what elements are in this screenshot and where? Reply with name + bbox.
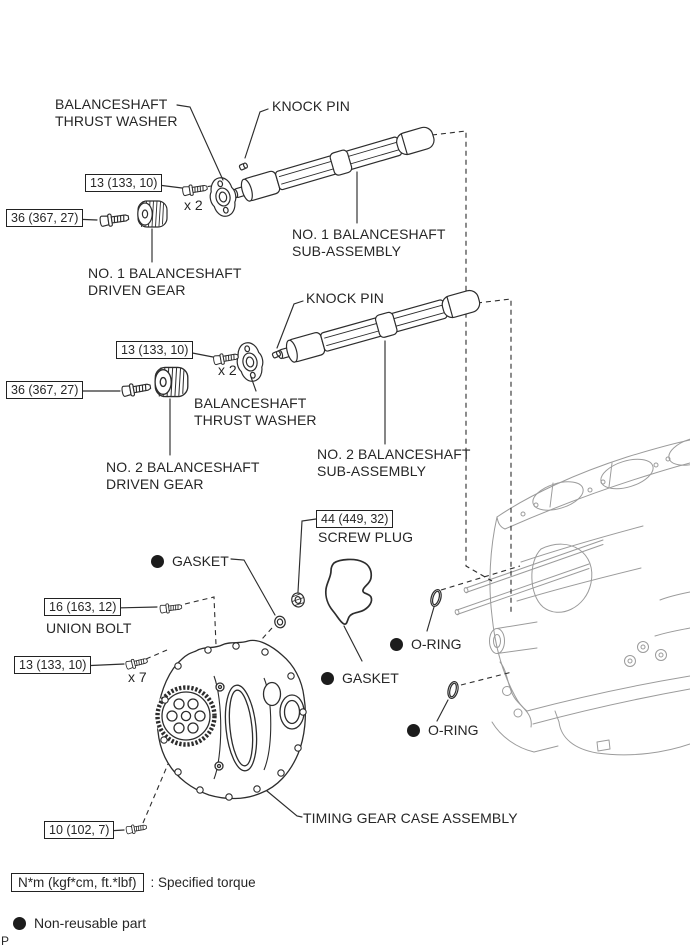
label-driven-gear-1: NO. 1 BALANCESHAFT DRIVEN GEAR — [88, 265, 242, 298]
torque-box-16: 16 (163, 12) — [44, 598, 122, 616]
knock-pin-1-part — [238, 161, 249, 171]
label-timing-case: TIMING GEAR CASE ASSEMBLY — [303, 810, 518, 826]
legend-non-reusable-text: Non-reusable part — [34, 915, 147, 931]
label-thrust-washer-2: BALANCESHAFT THRUST WASHER — [194, 395, 317, 428]
installed-shaft-rod-2 — [454, 563, 590, 616]
non-reusable-dot-icon — [407, 723, 420, 737]
case-gear — [155, 685, 217, 747]
driven-gear-2-part — [154, 366, 189, 398]
label-gasket-1: GASKET — [151, 553, 229, 569]
legend-torque: N*m (kgf*cm, ft.*lbf) : Specified torque — [11, 873, 256, 892]
torque-box-13-1: 13 (133, 10) — [85, 174, 163, 192]
label-union-bolt: UNION BOLT — [46, 620, 132, 636]
thrust-washer-1-part — [205, 174, 241, 220]
qty-note-x2-2: x 2 — [218, 362, 237, 378]
label-sub-assembly-1: NO. 1 BALANCESHAFT SUB-ASSEMBLY — [292, 226, 446, 259]
torque-box-36-1: 36 (367, 27) — [6, 209, 84, 227]
label-driven-gear-2: NO. 2 BALANCESHAFT DRIVEN GEAR — [106, 459, 260, 492]
thrust-washer-2-part — [232, 339, 268, 385]
label-sub-assembly-2: NO. 2 BALANCESHAFT SUB-ASSEMBLY — [317, 446, 471, 479]
bolt-10-part — [125, 822, 148, 836]
union-bolt-gasket-part — [274, 615, 286, 629]
label-knock-pin-1: KNOCK PIN — [272, 98, 350, 114]
legend-non-reusable: Non-reusable part — [13, 915, 146, 931]
screw-plug-part — [291, 592, 305, 608]
label-gasket-2: GASKET — [321, 670, 399, 686]
non-reusable-dot-icon — [13, 916, 26, 930]
torque-box-10: 10 (102, 7) — [44, 821, 115, 839]
label-oring-2-text: O-RING — [428, 722, 479, 738]
installed-shaft-rod-1 — [463, 539, 604, 594]
label-oring-1: O-RING — [390, 636, 462, 652]
bolt-36-2-part — [120, 380, 152, 399]
non-reusable-dot-icon — [390, 637, 403, 651]
driven-gear-1-part — [137, 200, 168, 228]
union-bolt-part — [159, 601, 183, 615]
timing-cover-gasket-part — [324, 558, 373, 625]
leader-lines — [71, 104, 449, 832]
non-reusable-dot-icon — [321, 671, 334, 685]
engine-boss-cylinder — [489, 621, 538, 654]
torque-box-44: 44 (449, 32) — [316, 510, 394, 528]
balanceshaft-1-part — [229, 124, 437, 206]
torque-box-13-3: 13 (133, 10) — [14, 656, 92, 674]
label-oring-2: O-RING — [407, 722, 479, 738]
label-screw-plug: SCREW PLUG — [318, 529, 414, 545]
corner-page-mark: P — [1, 934, 10, 948]
legend-torque-desc: : Specified torque — [150, 875, 256, 890]
non-reusable-dot-icon — [151, 554, 164, 568]
label-oring-1-text: O-RING — [411, 636, 462, 652]
qty-note-x2-1: x 2 — [184, 197, 203, 213]
label-gasket-1-text: GASKET — [172, 553, 229, 569]
timing-gear-case-part — [155, 639, 307, 801]
label-gasket-2-text: GASKET — [342, 670, 399, 686]
o-ring-2-part — [445, 679, 461, 701]
qty-note-x7: x 7 — [128, 669, 147, 685]
legend-torque-unit-box: N*m (kgf*cm, ft.*lbf) — [11, 873, 144, 892]
bolt-36-1-part — [98, 210, 130, 229]
label-knock-pin-2: KNOCK PIN — [306, 290, 384, 306]
o-ring-1-part — [428, 587, 444, 609]
engine-block — [454, 436, 690, 756]
torque-box-13-2: 13 (133, 10) — [116, 341, 194, 359]
label-thrust-washer-1: BALANCESHAFT THRUST WASHER — [55, 96, 178, 129]
torque-box-36-2: 36 (367, 27) — [6, 381, 84, 399]
bolt-13-1-part — [181, 181, 209, 198]
